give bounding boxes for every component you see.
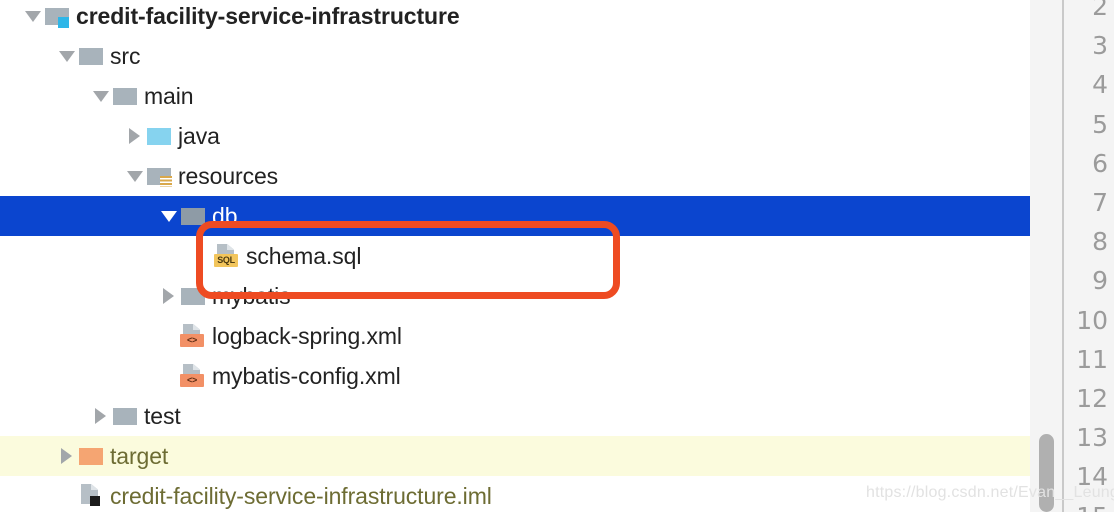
line-number: 8 <box>1092 227 1108 257</box>
tree-row[interactable]: <> logback-spring.xml <box>0 316 1030 356</box>
tree-row[interactable]: mybatis <box>0 276 1030 316</box>
file-xml-icon: <> <box>180 316 206 356</box>
file-sql-icon: SQL <box>214 236 240 276</box>
twisty-spacer <box>158 356 180 396</box>
chevron-down-icon[interactable] <box>158 196 180 236</box>
twisty-spacer <box>56 476 78 512</box>
twisty-spacer <box>192 236 214 276</box>
folder-module-icon <box>44 0 70 36</box>
tree-row[interactable]: credit-facility-service-infrastructure.i… <box>0 476 1030 512</box>
tree-row-label: schema.sql <box>246 242 362 269</box>
twisty-spacer <box>158 316 180 356</box>
tree-row[interactable]: db <box>0 196 1030 236</box>
chevron-down-icon[interactable] <box>90 76 112 116</box>
tree-row[interactable]: target <box>0 436 1030 476</box>
line-number: 5 <box>1092 109 1108 139</box>
xml-badge-icon: <> <box>180 334 204 347</box>
line-number: 14 <box>1076 462 1108 492</box>
tree-row-label: java <box>178 122 220 149</box>
line-number: 4 <box>1092 70 1108 100</box>
line-number: 15 <box>1060 502 1108 512</box>
folder-gray-icon <box>78 36 104 76</box>
tree-row[interactable]: java <box>0 116 1030 156</box>
tree-row-label: credit-facility-service-infrastructure <box>76 2 460 29</box>
sql-badge-icon: SQL <box>214 254 238 267</box>
tree-row-label: credit-facility-service-infrastructure.i… <box>110 482 492 509</box>
project-tree-panel[interactable]: credit-facility-service-infrastructure sr… <box>0 0 1030 512</box>
vertical-scrollbar-track[interactable] <box>1034 0 1054 512</box>
chevron-right-icon[interactable] <box>56 436 78 476</box>
tree-row[interactable]: credit-facility-service-infrastructure <box>0 0 1030 36</box>
vertical-scrollbar-thumb[interactable] <box>1039 434 1054 512</box>
file-xml-icon: <> <box>180 356 206 396</box>
tree-row[interactable]: src <box>0 36 1030 76</box>
chevron-right-icon[interactable] <box>158 276 180 316</box>
chevron-right-icon[interactable] <box>90 396 112 436</box>
tree-row[interactable]: main <box>0 76 1030 116</box>
chevron-down-icon[interactable] <box>124 156 146 196</box>
line-number: 6 <box>1092 148 1108 178</box>
line-number: 11 <box>1076 344 1108 374</box>
tree-row-label: main <box>144 82 194 109</box>
xml-badge-icon: <> <box>180 374 204 387</box>
folder-resources-icon <box>146 156 172 196</box>
editor-gutter-panel: 2345678910111213141516 <box>1030 0 1114 512</box>
line-number: 12 <box>1076 384 1108 413</box>
tree-row-label: resources <box>178 162 279 189</box>
line-number: 9 <box>1092 266 1108 296</box>
chevron-right-icon[interactable] <box>124 116 146 156</box>
tree-row-label: src <box>110 42 141 69</box>
gutter-divider <box>1062 0 1064 512</box>
tree-row-label: mybatis <box>212 282 291 309</box>
tree-row-label: logback-spring.xml <box>212 322 402 349</box>
tree-row[interactable]: resources <box>0 156 1030 196</box>
file-iml-icon <box>78 476 104 512</box>
tree-row-label: mybatis-config.xml <box>212 362 401 389</box>
tree-row[interactable]: <> mybatis-config.xml <box>0 356 1030 396</box>
folder-gray-icon <box>180 196 206 236</box>
line-number: 10 <box>1076 305 1108 335</box>
line-number: 13 <box>1076 423 1108 453</box>
resources-badge-icon <box>160 176 172 187</box>
chevron-down-icon[interactable] <box>56 36 78 76</box>
tree-row-label: target <box>110 442 169 469</box>
folder-excluded-orange-icon <box>78 436 104 476</box>
folder-gray-icon <box>180 276 206 316</box>
tree-row-label: test <box>144 402 181 429</box>
module-badge-icon <box>58 17 69 28</box>
watermark-text: https://blog.csdn.net/Evan__Leung <box>866 484 1114 501</box>
chevron-down-icon[interactable] <box>22 0 44 36</box>
line-number: 3 <box>1092 31 1108 61</box>
iml-badge-icon <box>90 496 100 506</box>
line-number: 2 <box>1092 0 1108 21</box>
line-number: 7 <box>1092 188 1108 217</box>
folder-sources-blue-icon <box>146 116 172 156</box>
tree-row[interactable]: SQL schema.sql <box>0 236 1030 276</box>
folder-gray-icon <box>112 396 138 436</box>
tree-row[interactable]: test <box>0 396 1030 436</box>
tree-row-label: db <box>212 202 238 229</box>
folder-gray-icon <box>112 76 138 116</box>
